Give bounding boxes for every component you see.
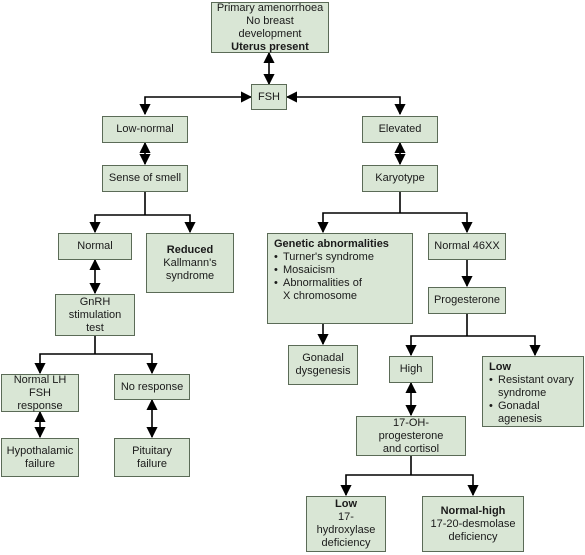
hypothalamic-line2: failure: [25, 457, 55, 470]
hypothalamic-failure-box: Hypothalamic failure: [1, 438, 79, 477]
primary-amenorrhoea-box: Primary amenorrhoea No breast developmen…: [211, 2, 329, 53]
normal-box: Normal: [58, 233, 132, 260]
low-right-list: Resistant ovary: [489, 374, 574, 387]
sense-of-smell-box: Sense of smell: [102, 165, 188, 192]
normal-lh-box: Normal LH FSH response: [1, 374, 79, 412]
low-right-item: Gonadal agenesis: [489, 400, 577, 426]
pituitary-failure-box: Pituitary failure: [114, 438, 190, 477]
genetic-item-continued: X chromosome: [283, 290, 357, 302]
ohp-line2: and cortisol: [382, 442, 440, 455]
karyotype-label: Karyotype: [375, 172, 425, 184]
hypothalamic-line1: Hypothalamic: [6, 444, 74, 457]
genetic-abnormalities-box: Genetic abnormalities Turner's syndrome …: [267, 233, 413, 324]
low-right-list-2: Gonadal agenesis: [489, 400, 577, 426]
high-label: High: [399, 363, 423, 375]
gonadal-dysgenesis-box: Gonadal dysgenesis: [288, 345, 358, 385]
no-response-box: No response: [114, 374, 190, 400]
root-line1: Primary amenorrhoea: [216, 1, 324, 14]
low-17-line2: deficiency: [321, 537, 371, 549]
17-oh-progesterone-box: 17-OH-progesterone and cortisol: [356, 416, 466, 456]
low-right-title: Low: [489, 361, 511, 373]
no-response-label: No response: [120, 380, 184, 393]
karyotype-box: Karyotype: [362, 165, 438, 192]
gonadal-line2: dysgenesis: [295, 365, 351, 377]
normal-lh-line2: FSH response: [17, 386, 63, 412]
root-line3: Uterus present: [231, 40, 309, 53]
progesterone-label: Progesterone: [433, 294, 501, 306]
genetic-list: Turner's syndrome Mosaicism Abnormalitie…: [274, 251, 374, 290]
low-17-line1: 17-hydroxylase: [316, 511, 376, 536]
normal-46xx-label: Normal 46XX: [434, 240, 500, 252]
reduced-box: Reduced Kallmann's syndrome: [146, 233, 234, 293]
genetic-item: Abnormalities of: [274, 277, 374, 290]
gnrh-line2: stimulation test: [68, 308, 122, 334]
low-normal-box: Low-normal: [102, 116, 188, 143]
low-17-title: Low: [335, 498, 357, 510]
fsh-label: FSH: [258, 90, 280, 103]
low-right-item: Resistant ovary: [489, 374, 574, 387]
normal-high-title: Normal-high: [440, 504, 506, 517]
reduced-title: Reduced: [166, 243, 214, 256]
genetic-item: Mosaicism: [274, 264, 374, 277]
normal-lh-line1: Normal LH: [13, 373, 67, 386]
low-17-hydroxylase-box: Low 17-hydroxylase deficiency: [306, 496, 386, 552]
genetic-title: Genetic abnormalities: [274, 238, 389, 250]
normal-high-line1: 17-20-desmolase: [430, 517, 516, 530]
gnrh-box: GnRH stimulation test: [55, 294, 135, 336]
high-box: High: [389, 356, 433, 383]
normal-label: Normal: [77, 240, 113, 252]
reduced-line1: Kallmann's: [163, 256, 217, 269]
pituitary-line2: failure: [137, 457, 167, 470]
fsh-box: FSH: [251, 84, 287, 110]
normal-high-box: Normal-high 17-20-desmolase deficiency: [422, 496, 524, 552]
gnrh-line1: GnRH: [79, 295, 111, 308]
low-right-item-continued: syndrome: [498, 387, 547, 399]
normal-high-line2: deficiency: [448, 530, 498, 543]
low-normal-label: Low-normal: [116, 123, 174, 135]
elevated-label: Elevated: [378, 123, 422, 135]
normal-46xx-box: Normal 46XX: [428, 233, 506, 260]
root-line2: No breast development: [238, 14, 302, 40]
elevated-box: Elevated: [362, 116, 438, 143]
ohp-line1: 17-OH-progesterone: [378, 416, 444, 442]
genetic-item: Turner's syndrome: [274, 251, 374, 264]
sense-of-smell-label: Sense of smell: [108, 172, 182, 184]
pituitary-line1: Pituitary: [132, 444, 172, 457]
low-right-box: Low Resistant ovary syndrome Gonadal age…: [482, 356, 584, 427]
reduced-line2: syndrome: [165, 269, 215, 282]
gonadal-line1: Gonadal: [302, 352, 344, 364]
progesterone-box: Progesterone: [428, 287, 506, 314]
